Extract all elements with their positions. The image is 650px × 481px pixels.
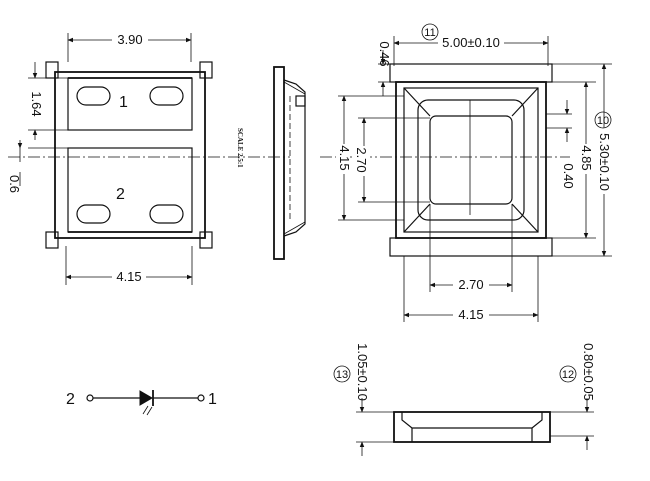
right-bottom-outer-dim: 4.15 — [458, 307, 483, 322]
profile-left-dim: 1.05±0.10 — [355, 343, 370, 401]
pin-1-terminal — [197, 394, 205, 402]
side-section-view — [273, 66, 306, 260]
pin-label-1: 1 — [208, 391, 217, 408]
pad-label-1: 1 — [119, 94, 128, 111]
callout-11: 11 — [424, 27, 435, 39]
pin-label-2: 2 — [66, 391, 75, 408]
right-dim-046: 0.46 — [377, 41, 392, 66]
pin-2-terminal — [86, 394, 94, 402]
right-dim-inner-height: 2.70 — [354, 147, 369, 172]
callout-10: 10 — [597, 115, 609, 127]
right-dim-485: 4.85 — [579, 145, 594, 170]
left-side-dim-mid: 0.6 — [7, 175, 22, 193]
left-view: 3.90 1 2 1.64 0.6 — [7, 32, 290, 285]
callout-13: 13 — [336, 369, 348, 381]
diode-symbol: 2 1 — [66, 390, 217, 416]
diode-triangle — [139, 390, 153, 406]
right-dim-040: 0.40 — [561, 163, 576, 188]
right-dim-530: 5.30±0.10 — [597, 133, 612, 191]
profile-view: 1.05±0.10 13 0.80±0.05 12 — [333, 343, 596, 456]
pad-label-2: 2 — [116, 186, 125, 203]
callout-12: 12 — [562, 369, 574, 381]
left-bottom-dim: 4.15 — [116, 269, 141, 284]
scale-note: SCALE 2.5:1 — [236, 128, 244, 168]
left-side-dim-top: 1.64 — [29, 91, 44, 116]
profile-right-dim: 0.80±0.05 — [581, 343, 596, 401]
right-top-dim: 5.00±0.10 — [442, 35, 500, 50]
left-top-dim: 3.90 — [117, 32, 142, 47]
right-dim-height: 4.15 — [337, 145, 352, 170]
right-bottom-inner-dim: 2.70 — [458, 277, 483, 292]
right-view: 5.00±0.10 11 0.46 4.15 2.70 — [320, 23, 612, 322]
